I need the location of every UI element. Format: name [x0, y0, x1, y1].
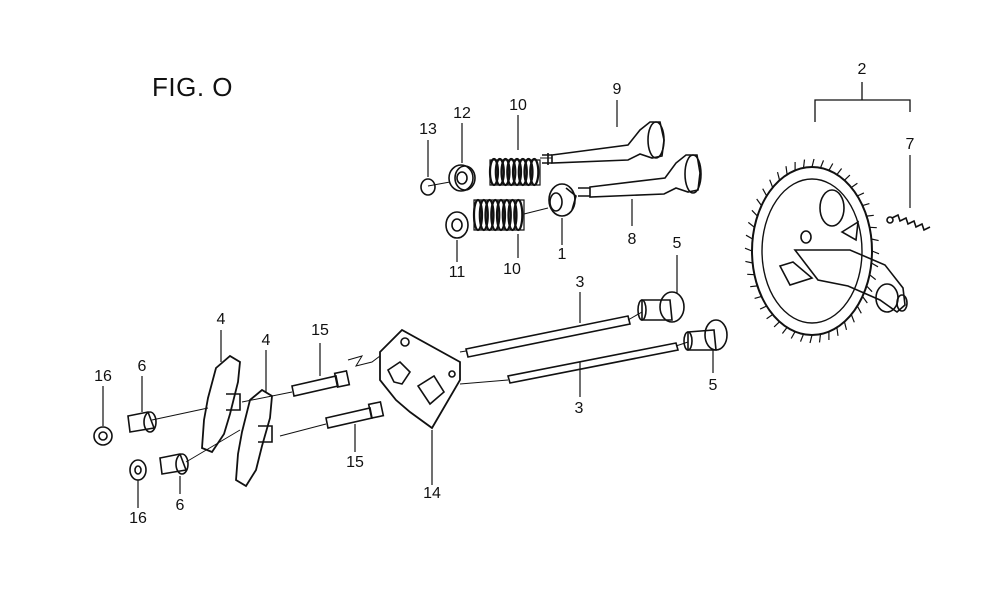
valve-rotator	[548, 183, 577, 217]
adjuster-lower	[159, 453, 189, 475]
callout-10-top: 10	[509, 97, 527, 114]
rocker-arm-right	[235, 388, 273, 488]
callout-15-top: 15	[311, 322, 329, 339]
callout-4-left: 4	[216, 311, 226, 328]
callout-9: 9	[612, 81, 622, 98]
push-rod-lower	[506, 342, 680, 384]
callout-14: 14	[423, 485, 441, 502]
callout-5-bottom: 5	[708, 377, 718, 394]
callout-1: 1	[557, 246, 567, 263]
callout-10-bottom: 10	[503, 261, 521, 278]
callout-3-top: 3	[575, 274, 585, 291]
callout-7: 7	[905, 136, 915, 153]
adjuster-upper	[127, 411, 157, 433]
callout-5-top: 5	[672, 235, 682, 252]
rocker-plate	[379, 328, 461, 430]
leader-2	[814, 99, 911, 122]
intake-valve	[578, 154, 702, 198]
exhaust-valve	[542, 121, 665, 165]
callout-11: 11	[448, 264, 466, 281]
camshaft-spring	[886, 213, 931, 232]
valve-cap	[420, 178, 436, 196]
callout-6-top: 6	[137, 358, 147, 375]
callout-12: 12	[453, 105, 471, 122]
callout-4-right: 4	[261, 332, 271, 349]
figure-title: FIG. O	[152, 72, 233, 102]
push-rod-upper	[465, 315, 631, 358]
callout-leaders	[102, 100, 911, 508]
tappet-lower	[683, 319, 728, 351]
pivot-bolt-lower	[325, 400, 385, 429]
pivot-bolt-upper	[291, 369, 351, 397]
callout-16-top: 16	[94, 368, 112, 385]
callout-15-bottom: 15	[346, 454, 364, 471]
callout-16-bottom: 16	[129, 510, 147, 527]
callout-6-bottom: 6	[175, 497, 185, 514]
callout-2: 2	[857, 61, 867, 78]
camshaft-gear	[744, 158, 908, 344]
valve-retainer-upper	[448, 164, 474, 192]
callout-13: 13	[419, 121, 437, 138]
callout-8: 8	[627, 231, 637, 248]
rocker-arm-left	[201, 354, 241, 454]
lock-nut-lower	[129, 459, 147, 481]
assembly-lines	[151, 157, 689, 463]
callout-3-bottom: 3	[574, 400, 584, 417]
valve-retainer-lower	[445, 211, 469, 239]
lock-nut-upper	[93, 426, 113, 446]
tappet-upper	[637, 291, 685, 323]
